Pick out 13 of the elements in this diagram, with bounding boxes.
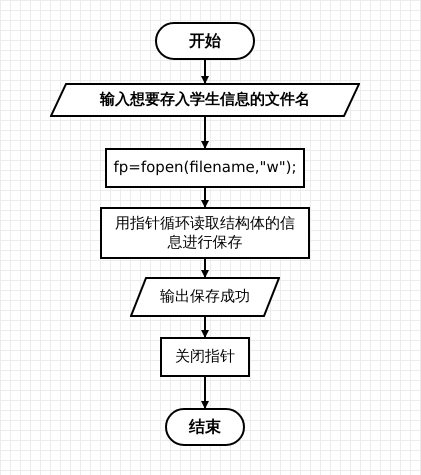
start-terminal: 开始 (155, 22, 255, 60)
process-box: fp=fopen(filename,"w"); (105, 148, 305, 188)
arrow (201, 117, 209, 149)
arrow (201, 317, 209, 338)
end-terminal: 结束 (165, 408, 245, 446)
output-parallelogram: 输出保存成功 (130, 277, 280, 317)
arrow (201, 60, 209, 84)
arrow (201, 259, 209, 278)
arrow (201, 377, 209, 409)
process-box: 关闭指针 (160, 337, 250, 377)
process-box: 用指针循环读取结构体的信息进行保存 (100, 207, 310, 259)
input-parallelogram: 输入想要存入学生信息的文件名 (50, 83, 360, 117)
arrow (201, 188, 209, 208)
